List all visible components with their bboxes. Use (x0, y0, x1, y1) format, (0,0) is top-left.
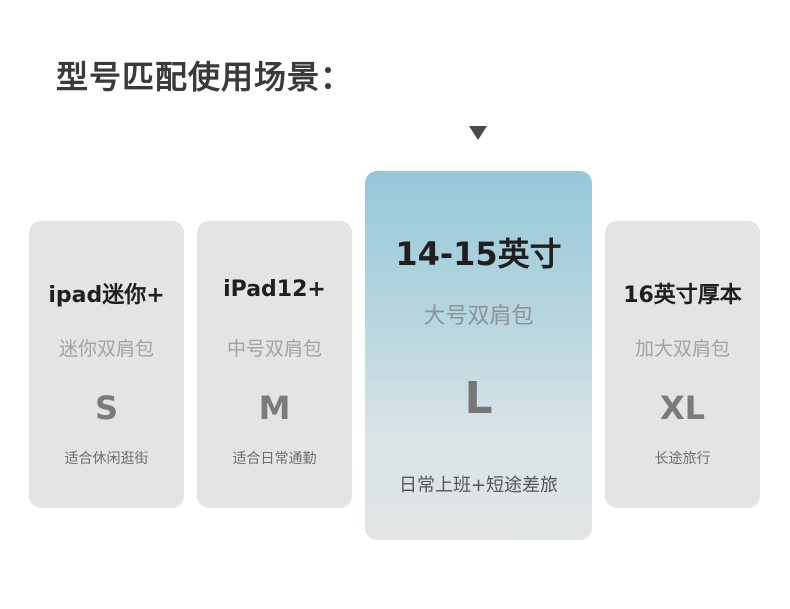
card-type: 中号双肩包 (226, 338, 322, 360)
card-type: 迷你双肩包 (58, 338, 154, 360)
down-triangle-icon (469, 126, 487, 140)
card-size: XL (659, 389, 706, 427)
card-size: M (258, 389, 291, 427)
size-card-l-selected[interactable]: 14-15英寸 大号双肩包 L 日常上班+短途差旅 (365, 171, 592, 540)
card-use: 日常上班+短途差旅 (398, 475, 559, 496)
size-card-s[interactable]: ipad迷你+ 迷你双肩包 S 适合休闲逛街 (29, 221, 184, 508)
card-type: 大号双肩包 (423, 304, 534, 329)
card-size: S (94, 389, 119, 427)
card-name: ipad迷你+ (48, 283, 165, 308)
card-name: 16英寸厚本 (623, 283, 742, 308)
card-use: 适合休闲逛街 (64, 451, 149, 467)
card-name: 14-15英寸 (395, 235, 562, 273)
card-use: 适合日常通勤 (232, 451, 317, 467)
page-title: 型号匹配使用场景： (56, 58, 354, 96)
card-size: L (464, 373, 493, 424)
size-card-m[interactable]: iPad12+ 中号双肩包 M 适合日常通勤 (197, 221, 352, 508)
card-use: 长途旅行 (654, 451, 711, 467)
size-card-xl[interactable]: 16英寸厚本 加大双肩包 XL 长途旅行 (605, 221, 760, 508)
card-type: 加大双肩包 (634, 338, 730, 360)
card-name: iPad12+ (223, 277, 326, 302)
